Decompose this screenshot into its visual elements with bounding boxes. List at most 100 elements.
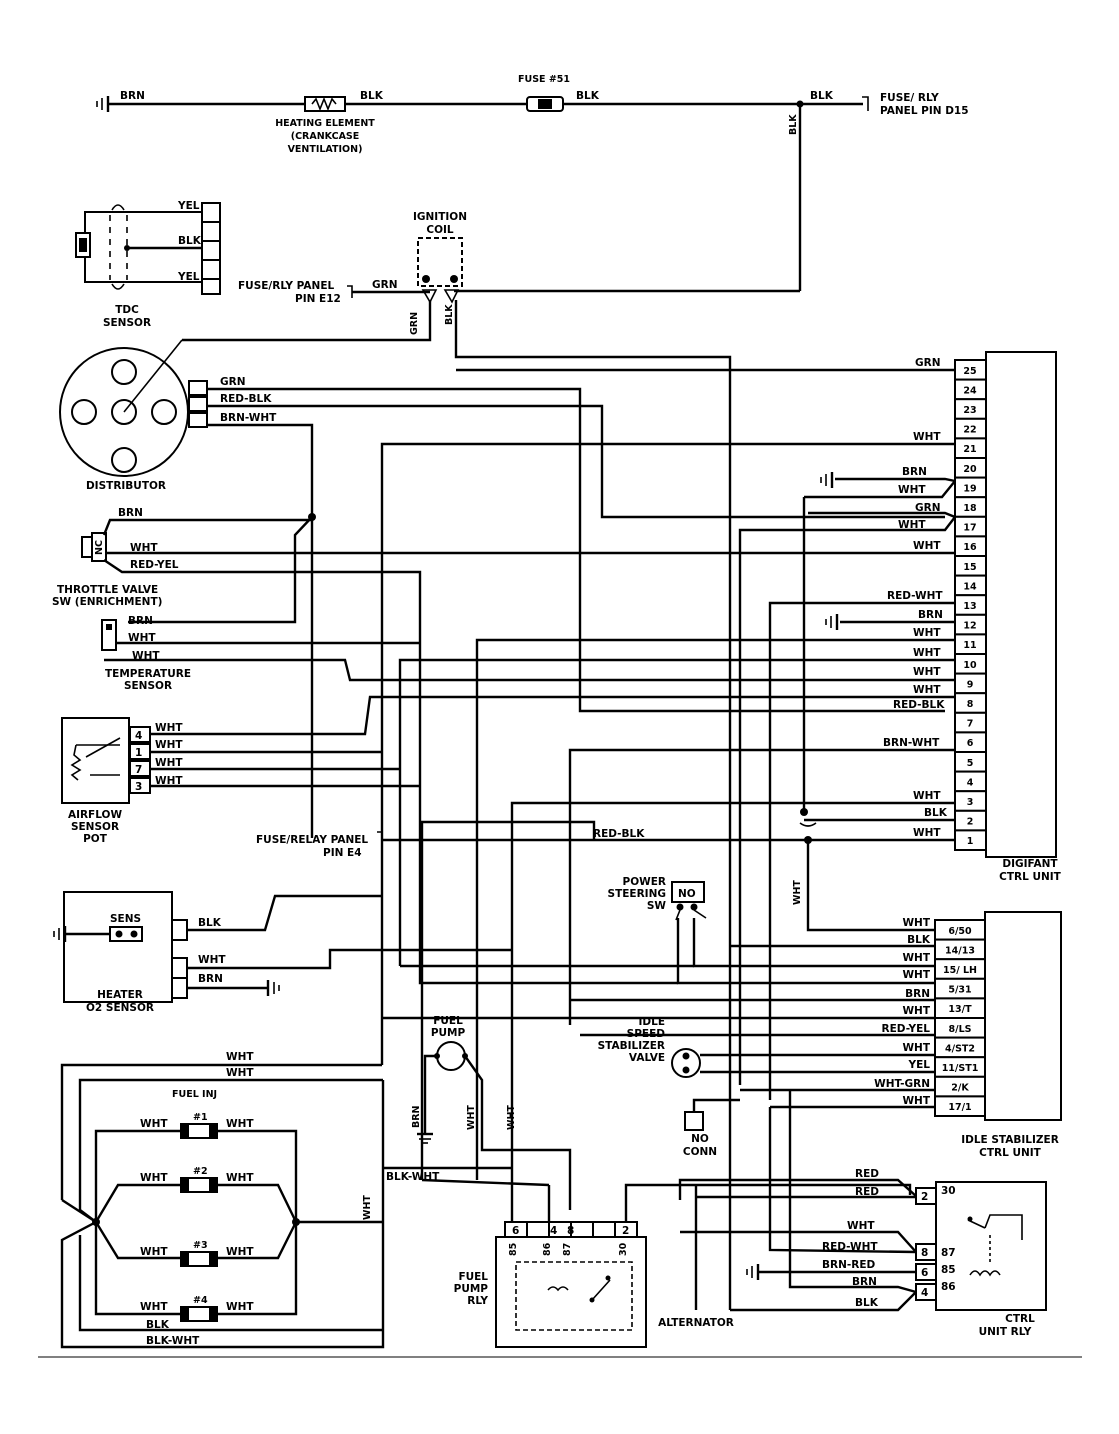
idle-stab-pin-label: 6/50 (948, 926, 972, 937)
wire-label: BLK (198, 917, 222, 929)
wire-dist-red-blk (207, 404, 945, 519)
wire-dist-grn (207, 387, 945, 713)
wire-label: BRN-RED (822, 1259, 875, 1271)
wire-fuel-pump-brn (423, 1054, 437, 1134)
distributor-label: DISTRIBUTOR (86, 480, 166, 492)
fuel-pump-relay (495, 1221, 647, 1348)
wire-label: WHT (140, 1301, 168, 1313)
terminal-label: 85 (941, 1264, 956, 1276)
idle-stab-pin-label: 5/31 (948, 985, 971, 996)
pin-label: 8 (921, 1247, 928, 1259)
wire-dist-brn-wht (207, 423, 314, 838)
wire-label: WHT (913, 540, 941, 552)
injector-label: #3 (193, 1240, 208, 1251)
wire-wht-to-idle (806, 840, 935, 932)
wire-rly-4b (421, 1178, 550, 1187)
wire-label: BLK (907, 934, 931, 946)
no-conn-connector (684, 1111, 704, 1131)
terminal-label: 30 (618, 1242, 629, 1256)
o2-sensor (63, 891, 188, 1003)
wire-inj-wht-top1 (60, 1063, 382, 1200)
wire-label: WHT (898, 484, 926, 496)
connector-symbol (377, 831, 383, 848)
wire-inj-wht-top2 (78, 1078, 383, 1223)
idle-stab-pin-label: 8/LS (949, 1024, 972, 1035)
wire-label: RED-YEL (130, 559, 179, 571)
wire-pin9 (150, 695, 955, 736)
wire-o2-blk (187, 894, 382, 932)
terminal-label: 30 (941, 1185, 956, 1197)
wire-throttle-red-yel (103, 559, 422, 966)
digifant-pin-label: 17 (963, 523, 976, 534)
wire-label: GRN (915, 502, 941, 514)
wire-label: BLK (444, 304, 455, 325)
digifant-pin-label: 10 (963, 660, 977, 671)
idle-stab-pin-label: 11/ST1 (942, 1063, 979, 1074)
wire-label: WHT (155, 757, 183, 769)
wire-label: BRN (905, 988, 930, 1000)
wire-label: BRN (918, 609, 943, 621)
digifant-pin-label: 2 (967, 817, 974, 828)
wire-label: BRN (411, 1105, 422, 1128)
wire-label: WHT (466, 1105, 477, 1130)
wire-pin10 (104, 658, 955, 682)
wire-label: BRN-WHT (220, 412, 277, 424)
digifant-pin-label: 4 (967, 777, 974, 788)
throttle-valve-switch (81, 532, 107, 562)
wire-label: WHT (902, 917, 930, 929)
splice-dot (292, 1218, 300, 1226)
heating-element (304, 96, 346, 112)
wire-label: YEL (177, 271, 200, 283)
injector-4 (180, 1306, 218, 1322)
pin-label: 1 (135, 747, 142, 759)
pin-label: 4 (550, 1225, 557, 1237)
wire-label: RED (855, 1168, 879, 1180)
pin-label: 8 (567, 1225, 574, 1237)
wire-label: WHT-GRN (874, 1078, 930, 1090)
pin-label: 3 (135, 781, 142, 793)
digifant-pin-label: 20 (963, 464, 977, 475)
wire-label: BLK (146, 1319, 170, 1331)
pin-label: 4 (921, 1287, 928, 1299)
terminal-label: 85 (508, 1243, 519, 1256)
wire-label: BRN (852, 1276, 877, 1288)
fuel-inj-label: FUEL INJ (172, 1089, 217, 1100)
wire-label: GRN (409, 312, 420, 335)
wire-pin12 (475, 638, 955, 1180)
wire-pin14 (768, 601, 955, 1100)
wire-no-conn (692, 1098, 740, 1112)
wire-label: BLK (855, 1297, 879, 1309)
wire-label: WHT (913, 431, 941, 443)
connector-symbol (862, 96, 869, 111)
wire-pin6 (568, 748, 955, 1025)
wire-label: BRN-WHT (883, 737, 940, 749)
wire-label: WHT (902, 969, 930, 981)
ground-symbol (417, 1132, 433, 1144)
wire-label: WHT (140, 1246, 168, 1258)
alternator-label: ALTERNATOR (658, 1317, 734, 1329)
wire-label: WHT (902, 1042, 930, 1054)
tdc-sensor (75, 202, 221, 295)
wire-label: WHT (902, 952, 930, 964)
ignition-coil (417, 237, 463, 304)
wire-label: RED-BLK (893, 699, 945, 711)
digifant-pin-label: 3 (967, 797, 974, 808)
wire-pin11 (398, 658, 955, 966)
fuse-label: FUSE #51 (518, 74, 570, 85)
fuse-51 (526, 96, 564, 112)
wire-label: BLK-WHT (146, 1335, 200, 1347)
wire-label: GRN (220, 376, 246, 388)
wire-pin3 (510, 801, 955, 1180)
switch-text: NC (94, 540, 105, 555)
